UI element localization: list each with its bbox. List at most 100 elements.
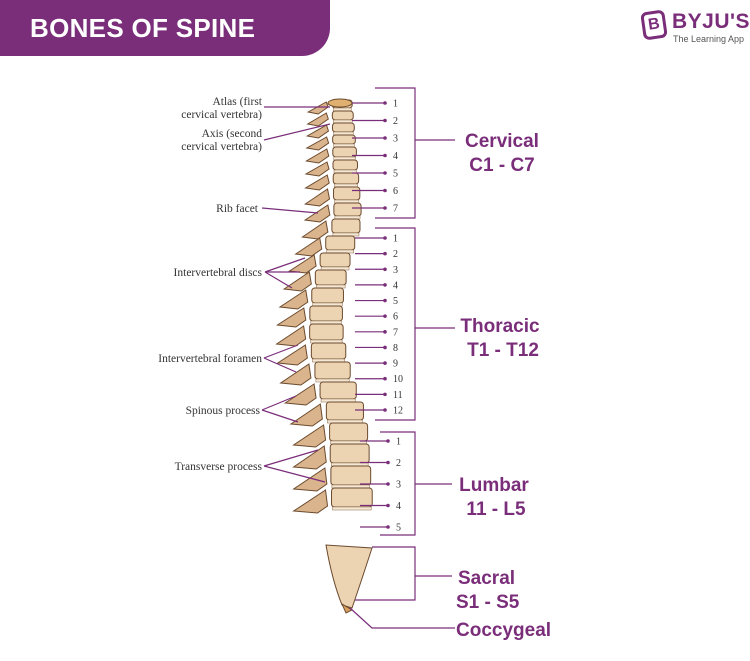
- spinous-process-shape: [304, 148, 330, 164]
- region-thoracic-range: T1 - T12: [467, 340, 539, 361]
- spinous-process-shape: [304, 161, 330, 177]
- vertebra-number: 10: [393, 374, 403, 385]
- vertebra-tick-dot: [386, 525, 390, 529]
- vertebra-number: 5: [393, 296, 398, 307]
- vertebra-shape: [332, 172, 360, 185]
- vertebra-tick-dot: [383, 236, 387, 240]
- vertebra-shape: [319, 252, 351, 268]
- vertebra-number: 1: [393, 99, 398, 110]
- vertebra-tick-dot: [383, 188, 387, 193]
- vertebra-number: 6: [393, 186, 398, 197]
- vertebra-shape: [314, 361, 351, 380]
- brand-name: BYJU'S: [672, 10, 750, 33]
- vertebra-tick-dot: [383, 345, 387, 350]
- vertebra-number: 9: [393, 359, 398, 370]
- vertebra-shape: [332, 159, 358, 171]
- label-spinous-process: Spinous process: [186, 405, 261, 417]
- label-transverse-process: Transverse process: [175, 461, 263, 473]
- vertebra-tick-dot: [383, 153, 387, 158]
- label-intervertebral-foramen: Intervertebral foramen: [158, 353, 262, 365]
- spinous-process-shape: [289, 403, 323, 427]
- spinous-pointer: [261, 395, 299, 423]
- vertebra-number: 3: [396, 480, 401, 491]
- coccygeal-pointer: [349, 607, 455, 629]
- vertebra-shape: [311, 287, 344, 304]
- vertebra-shape: [331, 122, 355, 133]
- spinous-process-shape: [275, 325, 307, 347]
- vertebra-tick-dot: [383, 101, 387, 105]
- region-thoracic-name: Thoracic: [460, 316, 540, 337]
- vertebra-number: 8: [393, 343, 398, 354]
- vertebra-shape: [331, 110, 354, 121]
- vertebra-tick-dot: [386, 439, 390, 443]
- vertebra-shape: [333, 202, 362, 217]
- region-lumbar-range: 11 - L5: [466, 499, 526, 520]
- vertebra-shape: [314, 269, 347, 286]
- vertebra-shape: [333, 186, 361, 201]
- vertebra-number: 6: [393, 312, 398, 323]
- brand-logo: B BYJU'S The Learning App: [640, 8, 750, 48]
- lumbar-bracket: [380, 431, 452, 536]
- spinous-process-shape: [279, 363, 312, 386]
- vertebra-tick-dot: [383, 267, 387, 272]
- vertebra-number: 5: [393, 169, 398, 180]
- label-rib-facet: Rib facet: [216, 203, 259, 215]
- vertebra-shape: [332, 134, 356, 145]
- vertebra-tick-dot: [383, 298, 387, 303]
- vertebra-number: 1: [396, 437, 401, 448]
- atlas-shape: [327, 98, 353, 108]
- label-atlas-line1: Atlas (first: [212, 96, 262, 108]
- spinous-process-shape: [301, 220, 329, 240]
- spine-illustration: [275, 98, 373, 614]
- spinous-process-shape: [288, 254, 317, 274]
- spinous-process-shape: [306, 101, 329, 115]
- vertebra-number: 3: [393, 265, 398, 276]
- region-sacral-range: S1 - S5: [456, 592, 520, 613]
- label-axis-line1: Axis (second: [202, 128, 263, 140]
- vertebra-tick-dot: [383, 136, 387, 140]
- discs-pointer: [264, 257, 306, 289]
- vertebra-number: 2: [393, 116, 398, 127]
- brand-tagline: The Learning App: [673, 34, 745, 44]
- spinous-process-shape: [294, 237, 323, 257]
- vertebra-tick-dot: [386, 460, 390, 465]
- spinous-process-shape: [275, 307, 307, 328]
- vertebra-number: 7: [393, 204, 398, 215]
- vertebra-number: 5: [396, 523, 401, 534]
- vertebra-tick-dot: [383, 283, 387, 287]
- vertebra-tick-dot: [383, 376, 387, 381]
- region-sacral-name: Sacral: [458, 568, 515, 589]
- vertebra-number: 2: [393, 249, 398, 260]
- vertebra-shape: [310, 342, 347, 360]
- vertebra-tick-dot: [383, 408, 387, 412]
- vertebra-tick-dot: [383, 392, 387, 397]
- region-coccygeal-name: Coccygeal: [456, 620, 551, 641]
- vertebra-shape: [325, 401, 364, 421]
- spinous-process-shape: [305, 136, 330, 151]
- vertebra-number: 2: [396, 458, 401, 469]
- vertebra-tick-dot: [386, 503, 390, 508]
- transverse-pointer: [263, 449, 326, 483]
- region-cervical-name: Cervical: [465, 131, 539, 152]
- spinous-process-shape: [278, 289, 309, 310]
- spinous-process-shape: [292, 467, 328, 492]
- axis-pointer: [263, 123, 331, 141]
- title-banner: BONES OF SPINE: [0, 0, 330, 56]
- vertebra-tick-dot: [386, 482, 390, 486]
- page-title: BONES OF SPINE: [30, 13, 256, 43]
- vertebra-shape: [329, 422, 369, 442]
- vertebra-shape: [309, 305, 343, 322]
- region-cervical-range: C1 - C7: [469, 155, 534, 176]
- vertebra-shape: [325, 235, 356, 251]
- vertebra-shape: [330, 465, 372, 486]
- vertebra-tick-dot: [383, 206, 387, 210]
- vertebra-tick-dot: [383, 330, 387, 334]
- vertebra-tick-dot: [383, 118, 387, 123]
- region-lumbar-name: Lumbar: [459, 475, 529, 496]
- vertebra-number: 12: [393, 406, 403, 417]
- vertebra-number: 4: [396, 501, 401, 512]
- sacral-bracket: [355, 546, 452, 601]
